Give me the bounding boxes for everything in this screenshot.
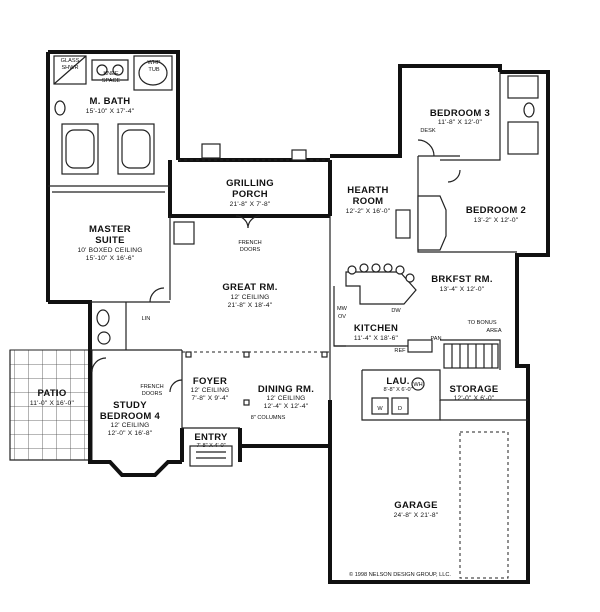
lau-name: LAU.	[386, 376, 409, 387]
great-rm-name: GREAT RM.	[222, 282, 277, 293]
foyer-ceiling: 12' CEILING	[190, 387, 229, 394]
grilling-porch-name-1: GRILLING	[226, 178, 274, 189]
bath-fixtures	[53, 55, 539, 345]
whp-tub-label-1: WHP	[147, 60, 160, 66]
foyer-name: FOYER	[193, 376, 227, 387]
entry-name: ENTRY	[194, 432, 228, 443]
dining-rm-dims: 12'-4" X 12'-4"	[264, 403, 309, 410]
patio-name: PATIO	[37, 388, 66, 399]
patio-dims: 11'-0" X 16'-0"	[30, 400, 75, 407]
grilling-porch-name-2: PORCH	[232, 189, 268, 200]
master-suite-dims: 15'-10" X 16'-6"	[86, 255, 135, 262]
kitchen-name: KITCHEN	[354, 323, 398, 334]
great-rm-ceiling: 12' CEILING	[230, 294, 269, 301]
d-label: D	[398, 406, 402, 412]
master-suite-name-2: SUITE	[95, 235, 124, 246]
kitchen-fixtures	[173, 143, 499, 415]
whp-tub-label-2: TUB	[148, 67, 159, 73]
foyer-dims: 7'-8" X 9'-4"	[192, 395, 229, 402]
storage-name: STORAGE	[450, 384, 499, 395]
desk-label: DESK	[420, 128, 436, 134]
entry-dims: 7'-8" X 4'-0"	[196, 443, 225, 449]
study-name-2: BEDROOM 4	[100, 411, 161, 422]
study-ceiling: 12' CEILING	[110, 422, 149, 429]
knee-space-label-2: SPACE	[102, 78, 121, 84]
dining-rm-name: DINING RM.	[258, 384, 314, 395]
storage-dims: 12'-0" X 6'-0"	[454, 395, 495, 402]
hearth-room-dims: 12'-2" X 16'-0"	[346, 208, 391, 215]
kitchen-dims: 11'-4" X 18'-6"	[354, 335, 399, 342]
french-doors-study-1: FRENCH	[140, 384, 163, 390]
garage-dims: 24'-8" X 21'-8"	[394, 512, 439, 519]
pan-label: PAN	[430, 336, 441, 342]
lin-label: LIN	[142, 316, 151, 322]
glass-shwr-label-2: SHWR	[61, 65, 78, 71]
mw-label: MW	[337, 306, 348, 312]
brkfst-rm-dims: 13'-4" X 12'-0"	[440, 286, 485, 293]
m-bath-dims: 15'-10" X 17'-4"	[86, 108, 135, 115]
interior-walls	[48, 72, 528, 429]
doors	[91, 139, 509, 579]
bedroom-3-dims: 11'-8" X 12'-0"	[438, 119, 483, 126]
copyright-text: © 1998 NELSON DESIGN GROUP, LLC.	[349, 571, 451, 578]
great-rm-dims: 21'-8" X 18'-4"	[228, 302, 273, 309]
french-doors-study-2: DOORS	[142, 391, 163, 397]
wh-label: WH	[413, 382, 422, 388]
grilling-porch-dims: 21'-8" X 7'-8"	[230, 201, 271, 208]
ref-label: REF	[394, 348, 406, 354]
to-bonus-label-1: TO BONUS	[467, 320, 496, 326]
hearth-room-name-2: ROOM	[353, 196, 384, 207]
lau-dims: 8'-8" X 6'-0"	[383, 387, 412, 393]
garage-name: GARAGE	[394, 500, 438, 511]
bedroom-2-name: BEDROOM 2	[466, 205, 526, 216]
french-doors-porch-2: DOORS	[240, 247, 261, 253]
bedroom-2-dims: 13'-2" X 12'-0"	[474, 217, 519, 224]
master-suite-ceiling: 10' BOXED CEILING	[77, 247, 142, 254]
m-bath-name: M. BATH	[90, 96, 131, 107]
study-dims: 12'-0" X 16'-8"	[108, 430, 153, 437]
dw-label: DW	[391, 308, 401, 314]
hearth-room-name-1: HEARTH	[347, 185, 388, 196]
bedroom-3-name: BEDROOM 3	[430, 108, 490, 119]
study-name-1: STUDY	[113, 400, 147, 411]
patio-area	[9, 349, 93, 461]
w-label: W	[377, 406, 383, 412]
room-labels: GLASS SHWR KNEE SPACE WHP TUB M. BATH 15…	[30, 58, 526, 578]
brkfst-rm-name: BRKFST RM.	[431, 274, 493, 285]
french-doors-porch-1: FRENCH	[238, 240, 261, 246]
master-suite-name-1: MASTER	[89, 224, 131, 235]
knee-space-label-1: KNEE	[103, 71, 119, 77]
ov-label: OV	[338, 314, 346, 320]
glass-shwr-label-1: GLASS	[61, 58, 80, 64]
columns-label: 8" COLUMNS	[251, 415, 286, 421]
to-bonus-label-2: AREA	[486, 328, 502, 334]
dining-rm-ceiling: 12' CEILING	[266, 395, 305, 402]
